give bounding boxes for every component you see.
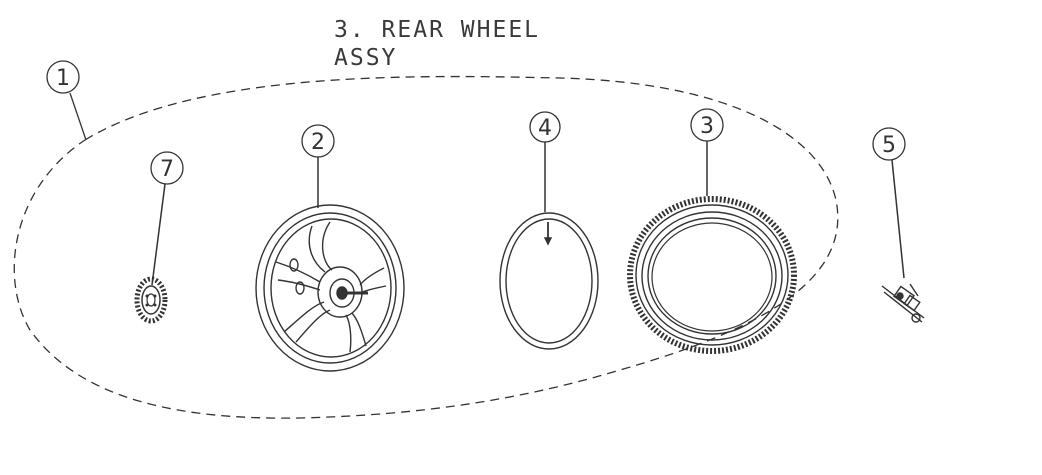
callout-sprocket: 7 bbox=[150, 151, 184, 286]
callout-assembly: 1 bbox=[46, 60, 87, 141]
callout-sprocket-label: 7 bbox=[160, 157, 174, 182]
callout-tube: 4 bbox=[529, 111, 561, 212]
sprocket-part bbox=[134, 276, 168, 324]
assembly-boundary bbox=[13, 75, 839, 419]
title-line-2: ASSY bbox=[334, 45, 398, 71]
callout-valve: 5 bbox=[872, 127, 906, 279]
diagram-title: 3. REAR WHEEL ASSY bbox=[334, 16, 540, 72]
valve-part bbox=[881, 283, 925, 323]
callout-valve-label: 5 bbox=[882, 133, 896, 158]
rim-part bbox=[255, 204, 405, 372]
callout-rim-label: 2 bbox=[311, 130, 325, 155]
tube-part bbox=[499, 212, 599, 350]
callout-tube-label: 4 bbox=[538, 116, 552, 141]
title-line-1: 3. REAR WHEEL bbox=[334, 17, 541, 43]
callout-tire: 3 bbox=[690, 108, 724, 196]
callout-rim: 2 bbox=[301, 124, 335, 208]
callout-tire-label: 3 bbox=[700, 114, 714, 139]
tire-part bbox=[627, 196, 797, 354]
callout-assembly-label: 1 bbox=[56, 66, 70, 91]
